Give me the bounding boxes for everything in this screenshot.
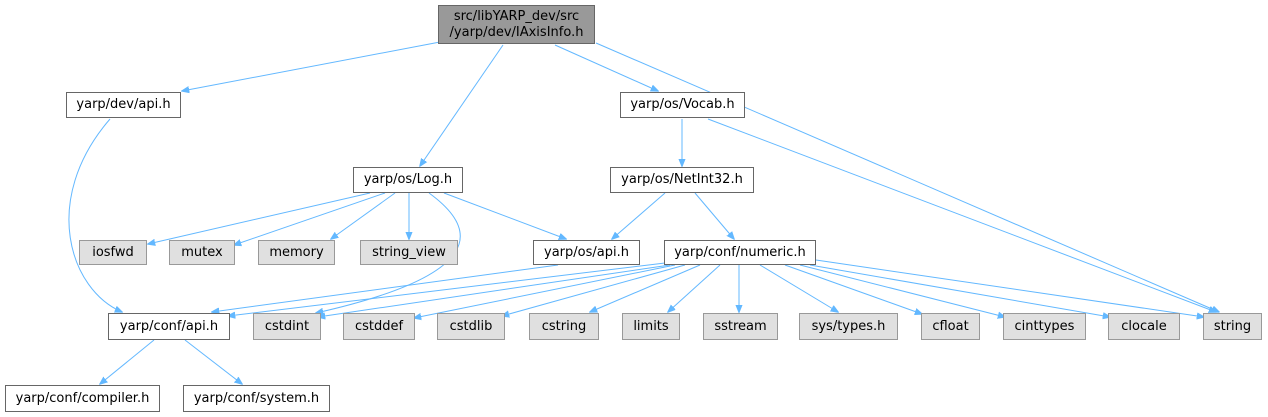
node-numeric[interactable]: yarp/conf/numeric.h — [664, 240, 816, 265]
node-cinttypes[interactable]: cinttypes — [1003, 313, 1086, 340]
edge-log-mutex — [234, 192, 386, 245]
node-os-api[interactable]: yarp/os/api.h — [533, 240, 640, 265]
node-mutex[interactable]: mutex — [169, 240, 235, 265]
edge-root-vocab — [554, 44, 658, 91]
edge-conf-api-compiler — [100, 339, 155, 384]
edge-dev-api-conf-api — [68, 118, 122, 312]
node-conf-system[interactable]: yarp/conf/system.h — [183, 385, 330, 412]
edge-vocab-string — [707, 118, 1216, 312]
edge-numeric-cstddef — [414, 264, 676, 318]
edge-root-string — [595, 42, 1219, 312]
node-vocab[interactable]: yarp/os/Vocab.h — [620, 92, 745, 118]
edge-numeric-cstdlib — [502, 264, 686, 316]
node-conf-compiler[interactable]: yarp/conf/compiler.h — [5, 385, 160, 412]
edge-log-iosfwd — [148, 192, 371, 244]
edge-numeric-conf-api — [228, 262, 666, 316]
node-clocale[interactable]: clocale — [1108, 313, 1180, 340]
node-cstdlib[interactable]: cstdlib — [437, 313, 505, 340]
edge-numeric-limits — [668, 264, 721, 312]
edge-conf-api-system — [184, 339, 242, 384]
edge-numeric-cfloat — [784, 264, 922, 314]
node-cstdint[interactable]: cstdint — [253, 313, 321, 340]
node-memory[interactable]: memory — [258, 240, 335, 265]
node-sys-types[interactable]: sys/types.h — [799, 313, 898, 340]
edge-numeric-sys-types — [759, 264, 838, 312]
edge-root-log — [420, 44, 504, 166]
edge-netint32-os-api — [612, 192, 666, 239]
edge-log-os-api — [443, 192, 566, 239]
edge-root-dev-api — [182, 41, 441, 91]
node-cstring[interactable]: cstring — [529, 313, 599, 340]
edge-numeric-cinttypes — [799, 264, 1005, 317]
node-dev-api[interactable]: yarp/dev/api.h — [66, 92, 181, 118]
edge-numeric-cstdint — [318, 264, 671, 317]
edge-os-api-conf-api — [212, 264, 559, 312]
edge-log-memory — [331, 192, 396, 239]
edge-numeric-cstring — [590, 264, 701, 312]
node-limits[interactable]: limits — [622, 313, 680, 340]
node-root[interactable]: src/libYARP_dev/src /yarp/dev/IAxisInfo.… — [438, 5, 595, 44]
edge-numeric-string — [815, 259, 1204, 317]
node-netint32[interactable]: yarp/os/NetInt32.h — [610, 167, 754, 193]
edge-netint32-numeric — [694, 192, 734, 239]
node-cfloat[interactable]: cfloat — [921, 313, 980, 340]
node-conf-api[interactable]: yarp/conf/api.h — [108, 313, 230, 340]
node-string-view[interactable]: string_view — [360, 240, 458, 265]
node-cstddef[interactable]: cstddef — [343, 313, 415, 340]
node-iosfwd[interactable]: iosfwd — [79, 240, 147, 265]
node-log[interactable]: yarp/os/Log.h — [353, 167, 463, 193]
edge-numeric-clocale — [809, 264, 1110, 317]
node-sstream[interactable]: sstream — [703, 313, 778, 340]
node-string[interactable]: string — [1203, 313, 1262, 340]
